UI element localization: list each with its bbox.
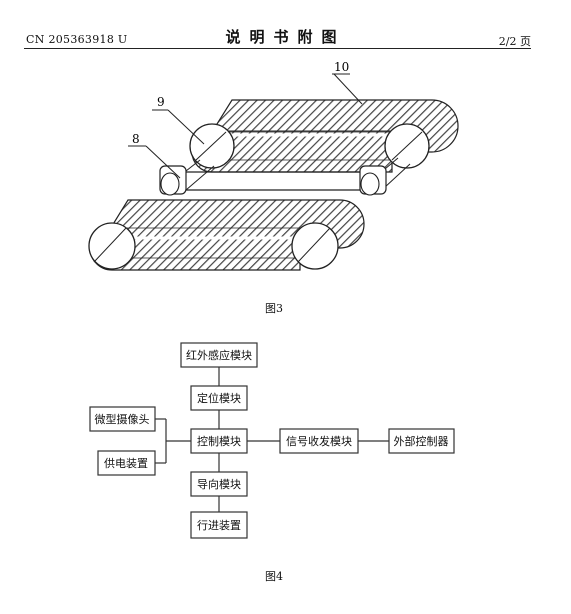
- page-title: 说明书附图: [225, 28, 346, 46]
- track-front: [88, 199, 365, 271]
- roller-back-left: [189, 123, 235, 169]
- box-positioning-module: 定位模块: [190, 385, 248, 411]
- box-infrared-module: 红外感应模块: [180, 342, 258, 368]
- track-back: [189, 99, 459, 173]
- svg-text:外部控制器: 外部控制器: [394, 434, 449, 448]
- hub-right: [359, 165, 387, 196]
- label-8: 8: [132, 132, 140, 146]
- figure4-caption: 图4: [265, 570, 283, 583]
- leader-10: [333, 73, 363, 105]
- figure3-drawing: 8 9 10: [88, 60, 459, 271]
- svg-text:信号收发模块: 信号收发模块: [286, 434, 352, 448]
- svg-text:微型摄像头: 微型摄像头: [95, 412, 150, 426]
- label-9: 9: [157, 95, 165, 109]
- svg-text:供电装置: 供电装置: [104, 456, 148, 470]
- patent-number: CN 205363918 U: [26, 33, 128, 46]
- box-power-supply: 供电装置: [97, 450, 156, 476]
- svg-text:控制模块: 控制模块: [197, 434, 241, 448]
- svg-text:红外感应模块: 红外感应模块: [186, 348, 252, 362]
- roller-front-left: [88, 222, 136, 270]
- svg-text:定位模块: 定位模块: [197, 391, 241, 405]
- leader-9: [167, 109, 205, 145]
- svg-text:导向模块: 导向模块: [197, 477, 241, 491]
- box-signal-module: 信号收发模块: [279, 428, 359, 454]
- box-external-controller: 外部控制器: [388, 428, 455, 454]
- svg-text:行进装置: 行进装置: [197, 519, 241, 532]
- roller-front-right: [291, 222, 339, 270]
- hub-left: [159, 165, 187, 196]
- leader-8: [145, 145, 181, 179]
- box-control-module: 控制模块: [190, 428, 248, 454]
- page-number: 2/2 页: [498, 35, 531, 48]
- figure4-diagram: 红外感应模块 定位模块 微型摄像头 控制模块 信号收发模块 外部控制器 供电装置: [89, 342, 455, 539]
- label-10: 10: [334, 60, 349, 74]
- box-travel-device: 行进装置: [190, 511, 248, 539]
- header-divider: [24, 48, 531, 49]
- box-micro-camera: 微型摄像头: [89, 406, 156, 432]
- box-guidance-module: 导向模块: [190, 471, 248, 497]
- figure3-caption: 图3: [265, 302, 283, 315]
